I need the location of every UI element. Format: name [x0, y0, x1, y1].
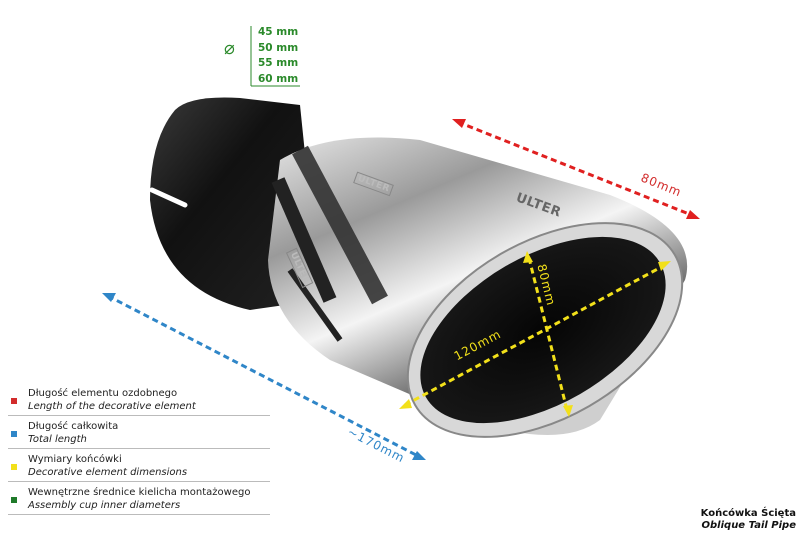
- green-swatch: [11, 497, 17, 503]
- legend-label-pl: Długość elementu ozdobnego: [28, 388, 178, 399]
- diameter-value: 60 mm: [258, 72, 299, 85]
- red-dimension-arrow: [452, 119, 700, 219]
- legend-label-en: Total length: [28, 434, 87, 445]
- legend-item-decorative-length: Długość elementu ozdobnego Length of the…: [8, 385, 270, 416]
- legend-item-cup-diameters: Wewnętrzne średnice kielicha montażowego…: [8, 484, 270, 515]
- legend-label-pl: Wymiary końcówki: [28, 454, 122, 465]
- caption-en: Oblique Tail Pipe: [701, 520, 796, 531]
- legend-label-en: Assembly cup inner diameters: [28, 500, 181, 511]
- diameter-symbol: ⌀: [224, 38, 235, 59]
- diameter-value: 50 mm: [258, 41, 299, 54]
- diameter-value: 55 mm: [258, 57, 299, 69]
- legend: Długość elementu ozdobnego Length of the…: [8, 385, 270, 517]
- yellow-dimension-arrows: [399, 251, 671, 417]
- blue-dimension-arrow: [102, 293, 426, 460]
- legend-item-total-length: Długość całkowita Total length: [8, 418, 270, 449]
- legend-label-pl: Wewnętrzne średnice kielicha montażowego: [28, 487, 251, 498]
- product-caption: Końcówka Ścięta Oblique Tail Pipe: [701, 508, 796, 532]
- yellow-swatch: [11, 464, 17, 470]
- caption-pl: Końcówka Ścięta: [700, 508, 796, 519]
- red-swatch: [11, 398, 17, 404]
- blue-swatch: [11, 431, 17, 437]
- legend-label-pl: Długość całkowita: [28, 421, 119, 432]
- diameter-value: 45 mm: [258, 26, 299, 38]
- legend-label-en: Length of the decorative element: [28, 401, 196, 412]
- legend-item-tip-dimensions: Wymiary końcówki Decorative element dime…: [8, 451, 270, 482]
- chrome-tip: [268, 137, 688, 438]
- legend-label-en: Decorative element dimensions: [28, 467, 188, 478]
- green-diameter-bracket: [250, 26, 300, 87]
- diameter-list: 45 mm 50 mm 55 mm 60 mm: [258, 25, 298, 87]
